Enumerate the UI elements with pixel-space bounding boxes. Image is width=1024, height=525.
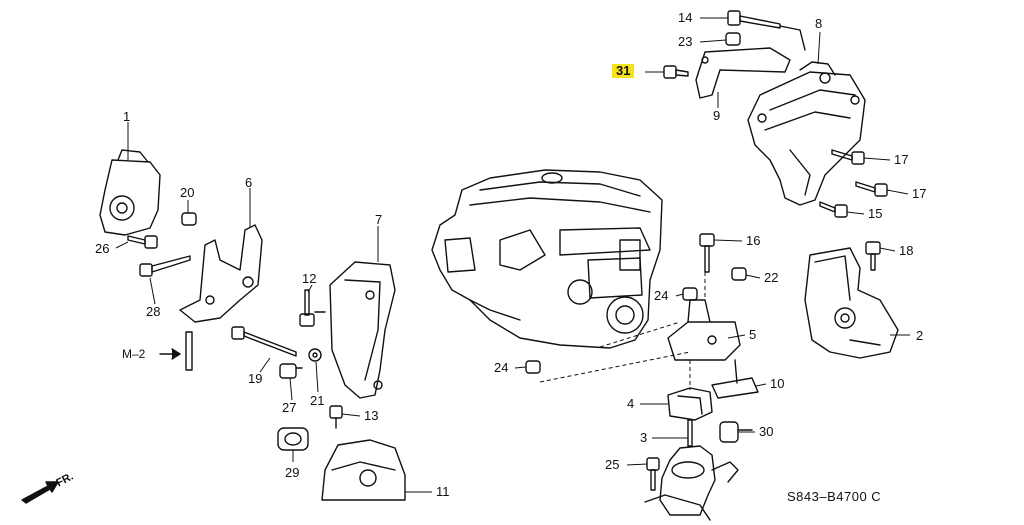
mount-4: [667, 387, 713, 421]
part-label-10: 10: [770, 376, 785, 391]
part-label-5: 5: [749, 327, 757, 342]
stay-9: [695, 47, 791, 99]
nut-20: [181, 212, 197, 226]
reference-label: M–2: [122, 347, 146, 361]
part-label-16: 16: [746, 233, 761, 248]
part-label-8: 8: [815, 16, 823, 31]
bracket-5: [667, 299, 741, 361]
part-label-2: 2: [916, 328, 924, 343]
part-label-17b: 17: [912, 186, 927, 201]
bolt-12: [299, 289, 326, 327]
part-label-11: 11: [436, 484, 450, 499]
part-label-1: 1: [123, 109, 131, 124]
part-label-29: 29: [285, 465, 300, 480]
bolt-16: [699, 233, 715, 273]
part-label-9: 9: [713, 108, 721, 123]
nut-24b: [525, 360, 541, 374]
part-label-22: 22: [764, 270, 779, 285]
part-label-23: 23: [678, 34, 693, 49]
nut-22: [731, 267, 747, 281]
part-label-12: 12: [302, 271, 317, 286]
part-label-7: 7: [375, 212, 383, 227]
mount-11: [321, 439, 406, 501]
washer-21: [308, 348, 322, 362]
bolt-19: [231, 326, 297, 357]
part-label-20: 20: [180, 185, 195, 200]
ref-arrow: [159, 348, 181, 360]
bracket-8: [747, 61, 866, 206]
leader-lines: [115, 17, 910, 493]
part-label-27: 27: [282, 400, 297, 415]
part-label-24b: 24: [494, 360, 509, 375]
bracket-6: [179, 224, 263, 323]
bracket-7: [329, 261, 396, 399]
bolt-17b: [855, 181, 888, 197]
bolt-28: [139, 255, 191, 277]
mount-1: [99, 149, 161, 236]
part-label-17a: 17: [894, 152, 909, 167]
bushing-29: [277, 427, 309, 451]
part-label-13: 13: [364, 408, 379, 423]
bolt-18: [865, 241, 881, 271]
part-label-3: 3: [640, 430, 648, 445]
part-label-28: 28: [146, 304, 161, 319]
engine-illustration: [431, 169, 663, 349]
part-label-24a: 24: [654, 288, 669, 303]
nut-24a: [682, 287, 698, 301]
bolt-25: [646, 457, 660, 491]
part-label-21: 21: [310, 393, 325, 408]
part-label-19: 19: [248, 371, 263, 386]
bolt-15: [819, 201, 848, 218]
direction-arrow: [21, 481, 59, 504]
mount-2: [804, 247, 899, 359]
plate-10: [711, 359, 759, 399]
part-label-30: 30: [759, 424, 774, 439]
bushing-27: [279, 363, 303, 379]
diagram-code: S843–B4700 C: [787, 489, 882, 504]
part-label-18: 18: [899, 243, 914, 258]
bolt-26: [127, 235, 158, 249]
bolt-31: [663, 65, 689, 79]
part-label-31-highlighted: 31: [612, 64, 635, 78]
part-label-15: 15: [868, 206, 883, 221]
nut-23: [725, 32, 741, 46]
bolt-13: [329, 405, 343, 429]
part-label-14: 14: [678, 10, 693, 25]
stud: [185, 331, 193, 371]
part-label-25: 25: [605, 457, 620, 472]
part-label-6: 6: [245, 175, 253, 190]
part-label-4: 4: [627, 396, 635, 411]
mount-3: [644, 419, 739, 521]
part-label-26: 26: [95, 241, 110, 256]
bolt-14: [727, 10, 806, 51]
